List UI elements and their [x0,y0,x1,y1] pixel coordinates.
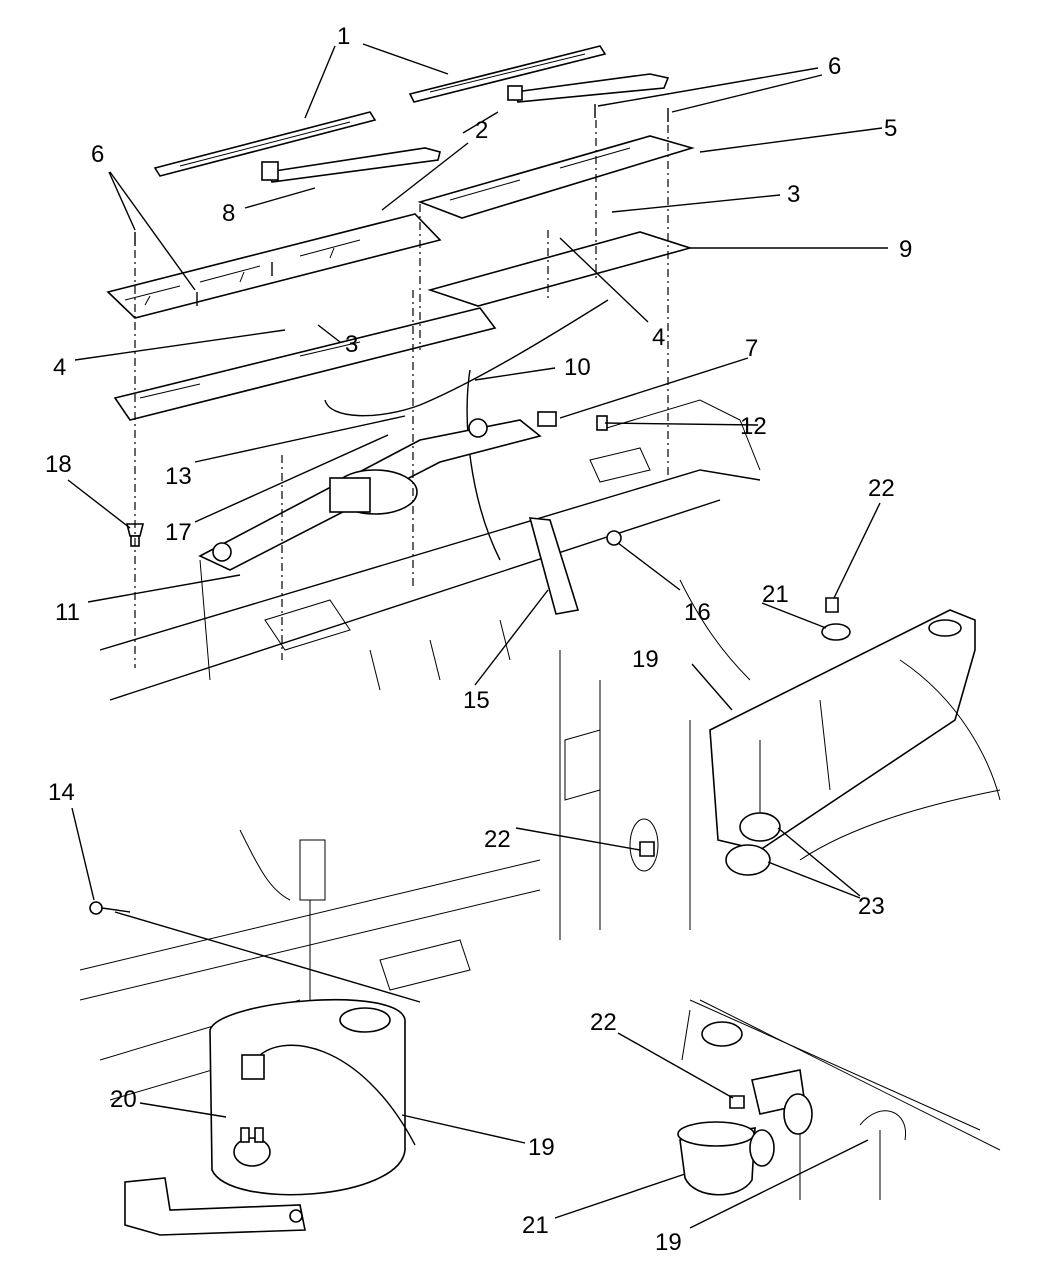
cowl-panel-left [106,213,442,319]
bracket-lower-right [751,1069,813,1135]
bracket-15 [528,517,580,615]
callout-labels: 1 2 6 6 5 8 3 9 4 3 4 10 7 12 13 18 17 1… [45,23,912,1256]
callout-4-right: 4 [652,324,665,351]
cowl-panel-right [417,135,695,219]
callout-19-lower-left: 19 [528,1134,555,1161]
reservoir-cap-21 [677,1121,775,1196]
callout-22-middle: 22 [484,826,511,853]
callout-13: 13 [165,463,192,490]
callout-23: 23 [858,893,885,920]
grommet-16 [606,530,622,546]
callout-12: 12 [740,413,767,440]
alignment-dashed-lines [134,120,669,668]
callout-9: 9 [899,236,912,263]
screws-6 [134,104,669,306]
callout-19-middle: 19 [632,646,659,673]
callout-3-left: 3 [345,331,358,358]
callout-4-left: 4 [53,354,66,381]
callout-8: 8 [222,200,235,227]
callout-20: 20 [110,1086,137,1113]
callout-19-lower-right: 19 [655,1229,682,1256]
bolt-14 [89,901,131,915]
cowl-seal-left [113,307,497,421]
wiper-motor-linkage [198,418,542,571]
callout-17: 17 [165,519,192,546]
washer-reservoir-mounted [709,609,976,851]
callout-6-top-right: 6 [828,53,841,80]
wiper-blade-right [408,45,607,103]
nut-7 [537,411,557,427]
pump-20 [233,1127,271,1167]
leader-lines [67,43,888,1229]
callout-16: 16 [684,599,711,626]
callout-14: 14 [48,779,75,806]
callout-21-lower: 21 [522,1212,549,1239]
callout-10: 10 [564,354,591,381]
callout-5: 5 [884,115,897,142]
washer-hose [324,299,609,561]
callout-22-lower: 22 [590,1009,617,1036]
cowl-seal-right [427,231,693,307]
bracket-lower-left [124,1177,306,1236]
callout-1: 1 [337,23,350,50]
callout-22-upper: 22 [868,475,895,502]
wiper-arm-right [507,73,670,103]
fender-structure-right [559,650,1001,940]
callout-11: 11 [55,599,80,626]
callout-6-left: 6 [91,141,104,168]
callout-18: 18 [45,451,72,478]
callout-2: 2 [475,117,488,144]
washer-reservoir-lower [209,999,416,1196]
wiper-blade-left [153,111,377,177]
callout-3-right: 3 [787,181,800,208]
callout-7: 7 [745,335,758,362]
washer-pumps-23 [725,812,781,876]
bolt-22-upper [825,597,839,613]
bolt-22-middle [639,841,655,857]
callout-21-middle: 21 [762,581,789,608]
bolt-22-lower [729,1095,745,1109]
wiper-arm-left [261,147,441,183]
callout-15: 15 [463,687,490,714]
